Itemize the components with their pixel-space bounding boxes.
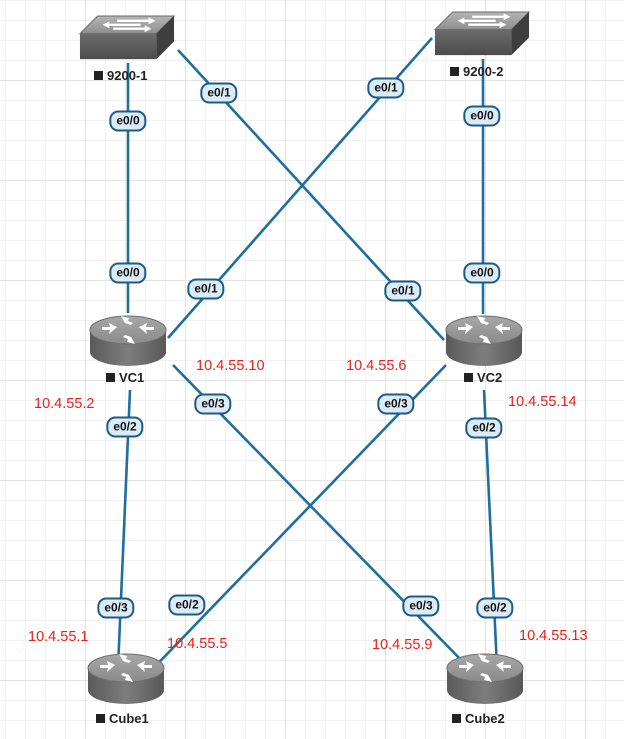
port-vc1-e0-2[interactable]: e0/2 (106, 416, 144, 438)
port-9200-2-e0-0[interactable]: e0/0 (463, 105, 501, 127)
ip-vc1-e0-2: 10.4.55.2 (34, 396, 95, 412)
router-icon[interactable] (446, 653, 524, 705)
ip-cube2-e0-2: 10.4.55.13 (519, 628, 588, 644)
port-vc1-e0-3[interactable]: e0/3 (194, 393, 232, 415)
port-vc2-e0-0[interactable]: e0/0 (463, 262, 501, 284)
port-9200-1-e0-1[interactable]: e0/1 (200, 82, 238, 104)
node-label-cube2: Cube2 (452, 711, 505, 726)
node-label-vc2: VC2 (464, 370, 502, 385)
port-9200-2-e0-1[interactable]: e0/1 (367, 77, 405, 99)
ip-cube1-e0-3: 10.4.55.1 (28, 629, 89, 645)
port-cube2-e0-3[interactable]: e0/3 (402, 595, 440, 617)
switch-icon[interactable] (78, 14, 176, 61)
port-cube1-e0-2[interactable]: e0/2 (168, 594, 206, 616)
router-icon[interactable] (445, 315, 523, 367)
node-label-9200-2: 9200-2 (450, 64, 503, 79)
node-label-cube1: Cube1 (96, 711, 149, 726)
node-label-9200-1: 9200-1 (94, 68, 147, 83)
ip-vc2-e0-3: 10.4.55.6 (346, 358, 407, 374)
port-vc2-e0-3[interactable]: e0/3 (377, 393, 415, 415)
port-vc2-e0-2[interactable]: e0/2 (465, 417, 503, 439)
port-9200-1-e0-0[interactable]: e0/0 (109, 110, 147, 132)
port-vc2-e0-1[interactable]: e0/1 (384, 280, 422, 302)
switch-icon[interactable] (433, 10, 531, 57)
port-vc1-e0-0[interactable]: e0/0 (109, 262, 147, 284)
port-cube1-e0-3[interactable]: e0/3 (97, 597, 135, 619)
port-vc1-e0-1[interactable]: e0/1 (187, 278, 225, 300)
ip-vc2-e0-2: 10.4.55.14 (508, 394, 577, 410)
ip-vc1-e0-3: 10.4.55.10 (196, 358, 265, 374)
node-label-vc1: VC1 (106, 370, 144, 385)
ip-cube1-e0-2: 10.4.55.5 (167, 636, 228, 652)
port-cube2-e0-2[interactable]: e0/2 (476, 597, 514, 619)
router-icon[interactable] (89, 315, 167, 367)
router-icon[interactable] (87, 653, 165, 705)
ip-cube2-e0-3: 10.4.55.9 (372, 637, 433, 653)
link-vc2-cube1[interactable] (141, 364, 447, 681)
